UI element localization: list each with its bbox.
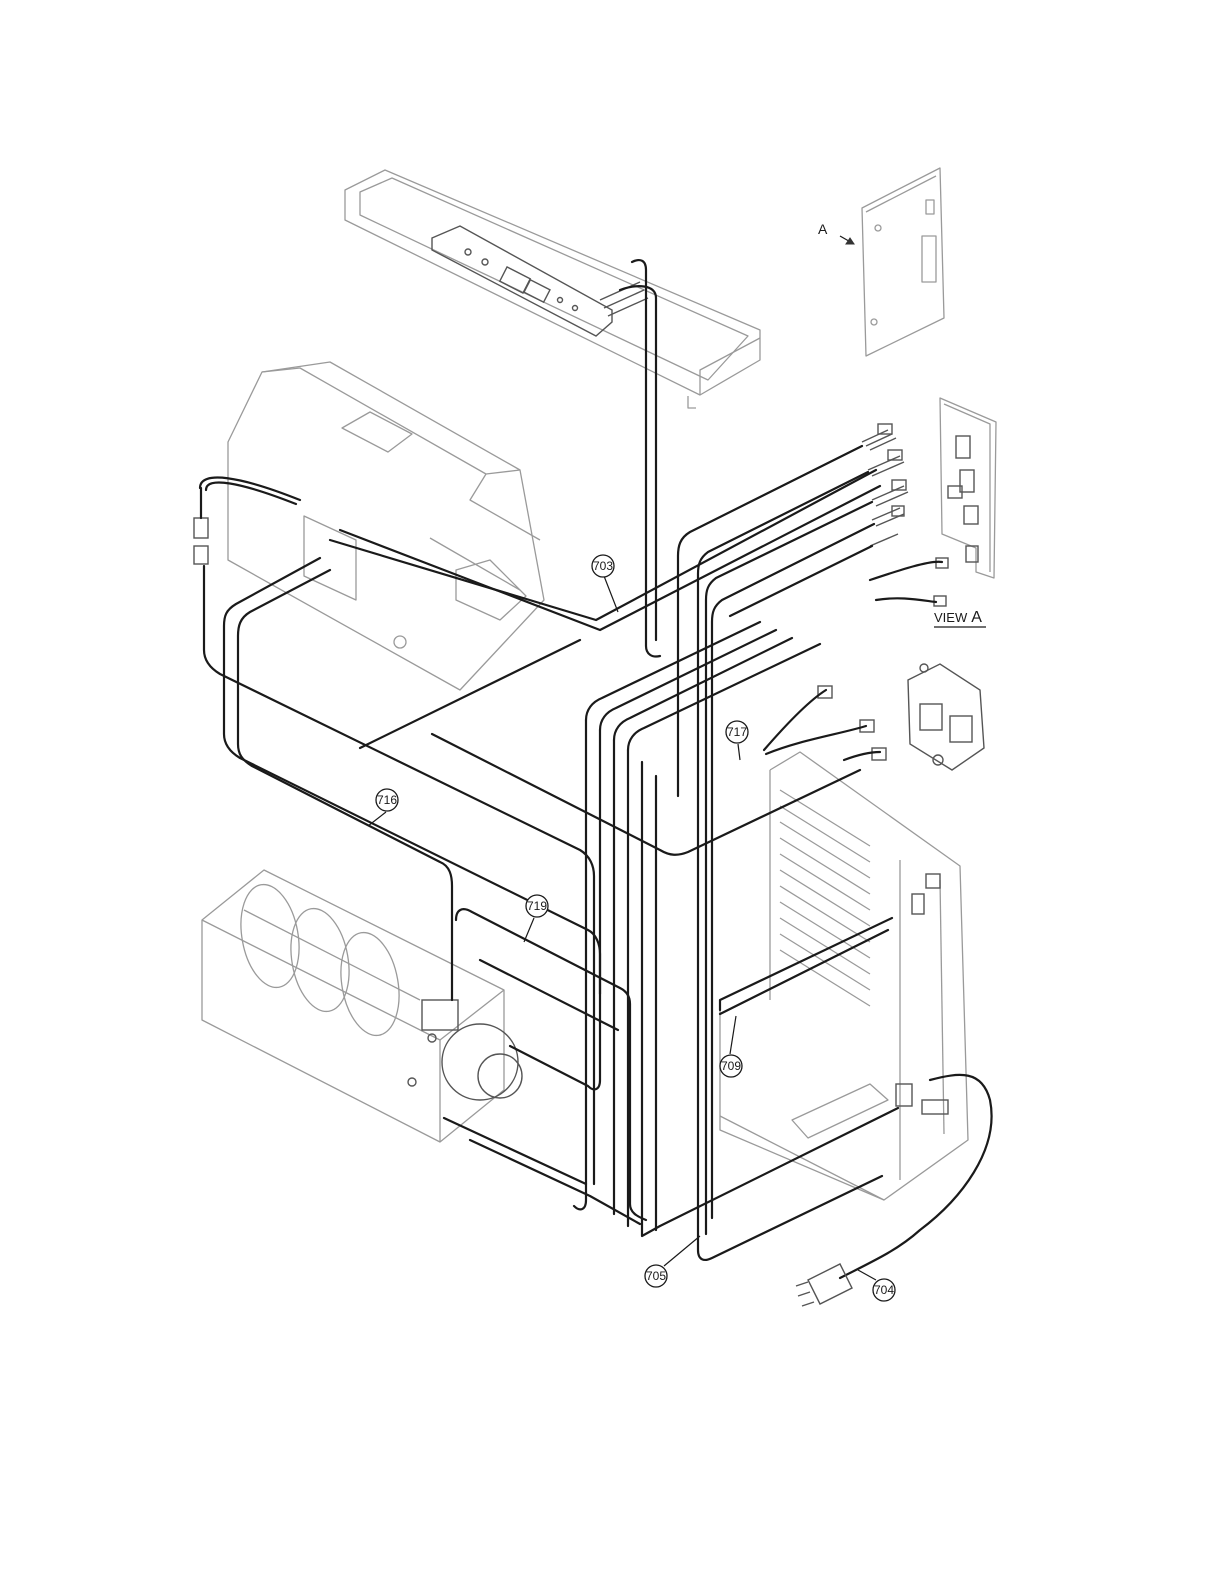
leader-709 <box>730 1016 736 1054</box>
connector-board-view-a <box>862 398 996 606</box>
callout-716: 716 <box>376 789 398 811</box>
sensor-lead <box>194 478 300 564</box>
leader-716 <box>368 812 386 826</box>
blower-unit <box>202 870 522 1142</box>
view-marker-label: A <box>818 221 828 237</box>
callout-704: 704 <box>873 1279 895 1301</box>
svg-text:704: 704 <box>874 1283 894 1297</box>
callout-703: 703 <box>592 555 614 577</box>
callout-705: 705 <box>645 1265 667 1287</box>
svg-text:705: 705 <box>646 1269 666 1283</box>
view-caption-prefix: VIEW <box>934 610 968 625</box>
leader-703 <box>604 576 618 612</box>
harness-bundle <box>204 260 942 1260</box>
operation-panel <box>345 170 760 408</box>
leader-704 <box>858 1270 876 1280</box>
leader-705 <box>664 1236 700 1266</box>
gas-valve <box>818 664 984 770</box>
callout-719: 719 <box>526 895 548 917</box>
control-board <box>840 168 944 356</box>
callout-717: 717 <box>726 721 748 743</box>
svg-text:717: 717 <box>727 725 747 739</box>
svg-text:716: 716 <box>377 793 397 807</box>
svg-text:709: 709 <box>721 1059 741 1073</box>
heater-unit <box>228 362 544 690</box>
leader-717 <box>738 744 740 760</box>
leader-719 <box>524 918 534 942</box>
svg-text:719: 719 <box>527 899 547 913</box>
svg-text:703: 703 <box>593 559 613 573</box>
view-caption-letter: A <box>971 609 982 626</box>
callout-709: 709 <box>720 1055 742 1077</box>
